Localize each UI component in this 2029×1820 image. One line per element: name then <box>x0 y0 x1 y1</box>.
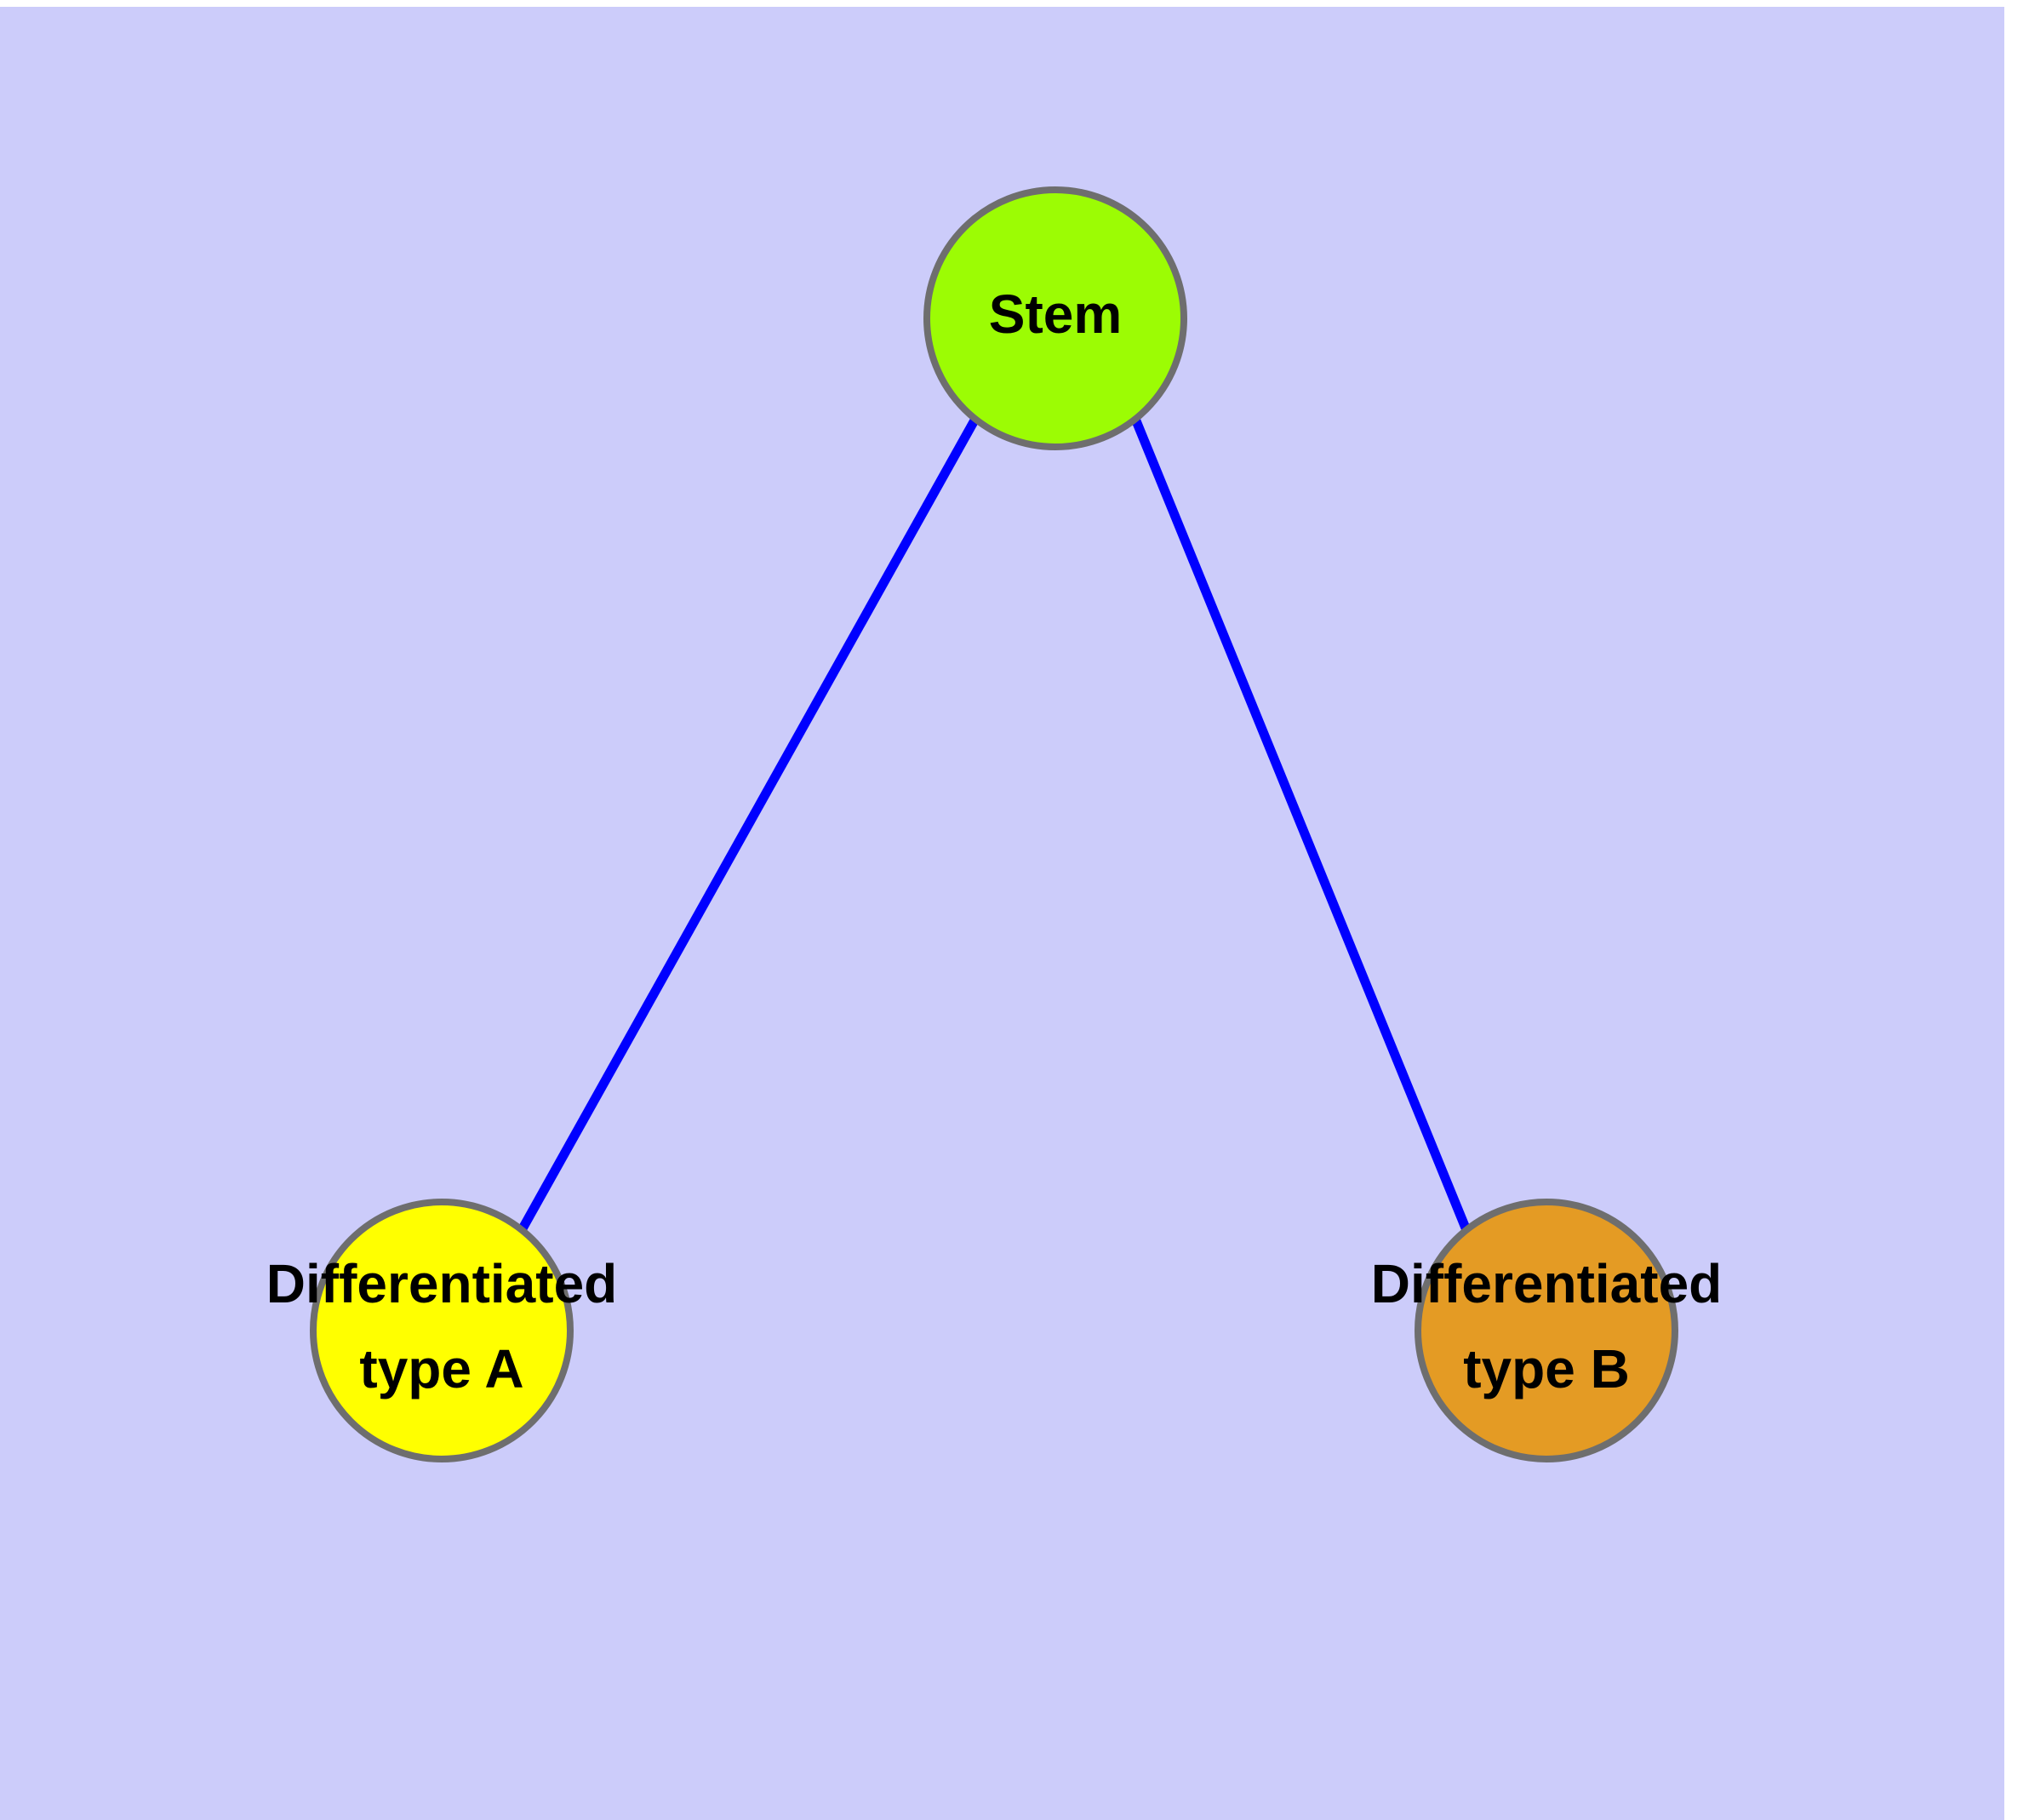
node-differentiated-type-a-label-line-1: Differentiated <box>266 1253 618 1314</box>
node-differentiated-type-b-label-line-2: type B <box>1463 1338 1630 1399</box>
node-group: Stem Differentiated type A Differentiate… <box>266 186 1723 1462</box>
node-stem-label-line-1: Stem <box>989 283 1123 345</box>
node-stem-circle[interactable] <box>923 186 1187 450</box>
diagram-plot-area: Stem Differentiated type A Differentiate… <box>0 7 2004 1820</box>
node-differentiated-type-b-circle[interactable] <box>1415 1199 1678 1462</box>
node-differentiated-type-a-circle[interactable] <box>310 1199 574 1462</box>
node-stem[interactable]: Stem <box>923 186 1187 450</box>
node-differentiated-type-b[interactable]: Differentiated type B <box>1371 1199 1723 1462</box>
edge-stem-to-differentiated-type-b[interactable] <box>1130 416 1472 1233</box>
node-differentiated-type-a[interactable]: Differentiated type A <box>266 1199 618 1462</box>
edge-stem-to-differentiated-type-a[interactable] <box>517 416 980 1233</box>
node-link-graph: Stem Differentiated type A Differentiate… <box>266 186 1723 1462</box>
node-differentiated-type-b-label-line-1: Differentiated <box>1371 1253 1723 1314</box>
edge-group <box>517 416 1472 1233</box>
node-differentiated-type-a-label-line-2: type A <box>359 1338 523 1399</box>
